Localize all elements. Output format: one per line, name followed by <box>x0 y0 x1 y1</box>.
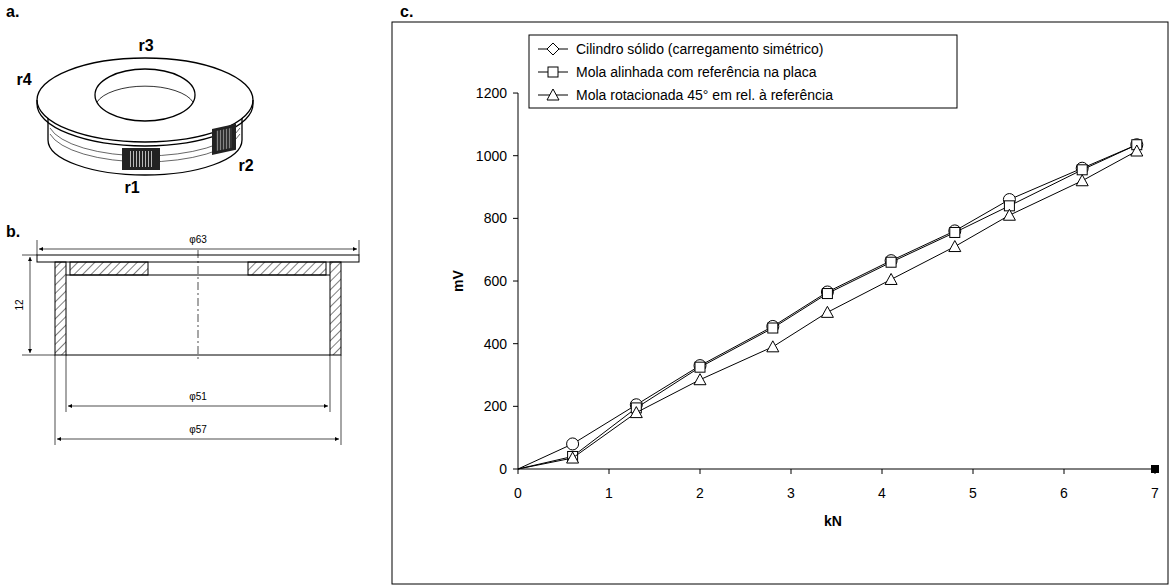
tick-label: 800 <box>484 211 507 225</box>
gauge-label: r1 <box>124 180 139 196</box>
tick-label: 6 <box>1060 486 1068 500</box>
tick-label: 7 <box>1151 486 1159 500</box>
legend-text: Cilindro sólido (carregamento simétrico) <box>576 42 823 56</box>
tick <box>513 93 518 94</box>
legend-text: Mola alinhada com referência na placa <box>576 65 816 79</box>
chart <box>513 93 1159 474</box>
tick-label: 4 <box>878 486 886 500</box>
panel-letter: a. <box>6 4 19 20</box>
axis-title: mV <box>451 270 465 292</box>
legend-box <box>529 35 957 108</box>
legend-sample <box>538 67 568 77</box>
tick <box>1064 469 1065 474</box>
tick-label: 3 <box>787 486 795 500</box>
tick-label: 1 <box>605 486 613 500</box>
tick <box>791 469 792 474</box>
tick <box>513 281 518 282</box>
ring-illustration <box>37 58 253 175</box>
legend-sample <box>538 89 568 100</box>
tick <box>973 469 974 474</box>
gauge-label: r2 <box>238 158 253 174</box>
tick <box>518 469 519 474</box>
axis-end-mark <box>1151 465 1159 473</box>
data-series <box>518 139 1143 469</box>
dimension: φ57 <box>187 425 209 435</box>
cross-section <box>22 240 359 445</box>
dimension: φ63 <box>187 235 209 245</box>
panel-letter: c. <box>400 4 413 20</box>
tick <box>609 469 610 474</box>
legend-sample <box>538 43 568 55</box>
strain-gauge <box>122 124 236 170</box>
legend-text: Mola rotacionada 45° em rel. à referênci… <box>576 88 833 102</box>
tick <box>513 469 518 470</box>
dimension: 12 <box>15 297 25 312</box>
tick-label: 1200 <box>476 86 507 100</box>
panel-letter: b. <box>6 224 20 240</box>
data-series <box>518 140 1142 469</box>
chart-frame <box>392 22 1168 584</box>
tick <box>513 406 518 407</box>
tick-label: 5 <box>969 486 977 500</box>
tick <box>882 469 883 474</box>
tick <box>513 155 518 156</box>
x-axis <box>518 469 1155 470</box>
tick-label: 200 <box>484 399 507 413</box>
axis-title: kN <box>824 514 842 528</box>
tick-label: 2 <box>696 486 704 500</box>
tick-label: 400 <box>484 337 507 351</box>
legend-samples <box>538 43 568 100</box>
tick-label: 0 <box>514 486 522 500</box>
tick-label: 0 <box>499 462 507 476</box>
dimension: φ51 <box>187 392 209 402</box>
tick-label: 600 <box>484 274 507 288</box>
data-series <box>518 145 1143 469</box>
tick <box>513 343 518 344</box>
tick <box>513 218 518 219</box>
tick <box>700 469 701 474</box>
gauge-label: r3 <box>138 38 153 54</box>
tick-label: 1000 <box>476 149 507 163</box>
gauge-label: r4 <box>16 72 31 88</box>
